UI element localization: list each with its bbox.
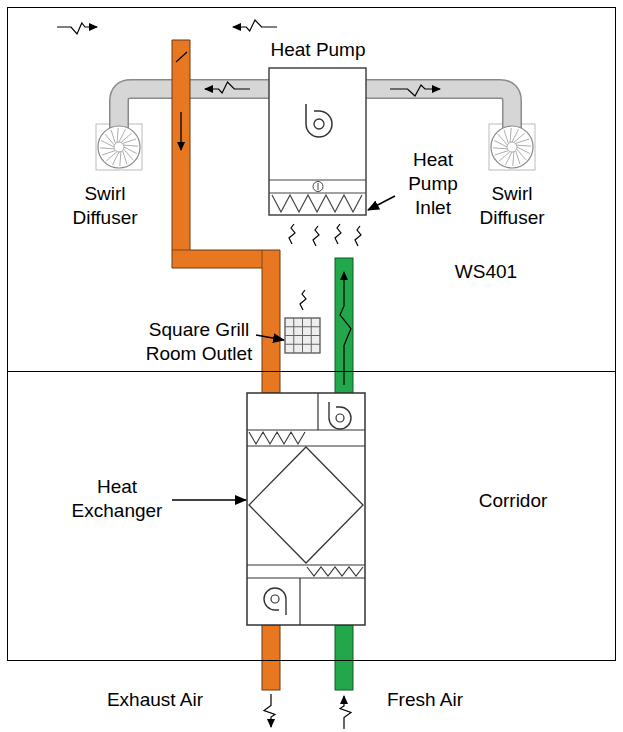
heat-pump-box [269,68,366,215]
air-squiggle [300,290,306,310]
diffuser-vane [495,151,509,155]
square-grill [285,318,320,353]
diffuser-frame [489,124,535,170]
filter-zigzag [307,567,363,576]
heat-pump-sensor [313,182,323,192]
diffuser-vane [112,152,119,165]
air-squiggle [289,224,295,244]
duct-joint [172,250,190,251]
diffuser-vane [517,147,530,154]
extract-duct [172,40,280,393]
diffuser-frame [96,124,142,170]
part-label: Fresh Air [370,688,480,712]
swirl-diffuser [491,126,533,168]
airflow-arrow [390,85,440,96]
diffuser-vane [513,152,514,166]
air-squiggle [355,226,361,246]
heat-pump-divider [269,192,366,193]
fan-symbol [264,588,286,615]
heat-pump-sensor [318,183,319,190]
fan-symbol [329,402,351,429]
exhaust-duct [262,625,280,690]
air-squiggle [313,226,319,246]
heat-exchanger-core [249,447,363,563]
diffuser-vane [123,151,127,165]
diffuser-vane [100,148,114,149]
room-name: WS401 [444,260,528,284]
diffuser-vane [517,145,531,146]
hx-divider [247,564,365,565]
fan-symbol [271,595,279,603]
part-label: Swirl Diffuser [55,182,155,230]
airflow-marks [57,20,440,729]
diffuser-vane [117,128,118,142]
grill-bar [285,344,320,345]
heat-exchanger-box [247,393,365,625]
airflow-arrow [264,694,275,727]
fan-symbol [306,104,332,137]
diffuser-vane [516,139,530,143]
airflow-arrow [205,82,250,93]
grill-bar [311,318,312,353]
part-label: Square Grill Room Outlet [138,318,260,366]
filter-zigzag [272,195,362,212]
diffuser-vane [102,151,116,155]
diffuser-vane [510,128,511,142]
hx-divider [247,577,365,578]
part-label: Swirl Diffuser [462,182,562,230]
fan-symbol [314,119,324,129]
diffuser-vane [124,145,138,146]
diffuser-vane [493,148,507,149]
airflow-arrow [57,23,97,34]
airflow-arrow [340,696,351,729]
room-name: Corridor [458,489,568,513]
leader-arrow [172,499,246,501]
fan-symbol [336,414,344,422]
diffuser-vane [516,151,520,165]
diffuser-vane [124,147,137,154]
grill-bar [285,335,320,336]
grill-bars [285,318,320,353]
flow-mark [176,52,187,62]
duct-joint [262,250,263,268]
part-label: Heat Pump [268,38,368,62]
leader-arrow [368,196,395,210]
heat-pump-divider [269,179,366,180]
flow-arrow [180,112,181,150]
part-label: Heat Exchanger [62,475,172,523]
diffuser-vane [123,139,137,143]
fresh-air-duct [335,625,353,690]
hx-divider [317,393,318,430]
diffuser-vane [494,140,507,147]
fresh-air-duct [335,258,353,393]
hx-divider [247,429,365,430]
diffuser-vane [119,129,126,142]
diffuser-hub [114,142,124,152]
diffuser-vane [504,130,508,144]
diffuser-vane [111,130,115,144]
diffuser-vane [512,129,519,142]
filter-zigzag [249,432,305,444]
airflow-arrow [340,272,351,385]
leader-arrow [256,335,284,340]
diffuser-vane [505,152,512,165]
airflow-arrow [233,20,277,31]
part-label: Heat Pump Inlet [398,148,468,219]
air-squiggle [335,224,341,244]
hx-divider [299,578,300,625]
diffuser-vane [101,140,114,147]
diffuser-vane [120,152,121,166]
diffuser-hub [507,142,517,152]
part-label: Exhaust Air [95,688,215,712]
swirl-diffuser [98,126,140,168]
